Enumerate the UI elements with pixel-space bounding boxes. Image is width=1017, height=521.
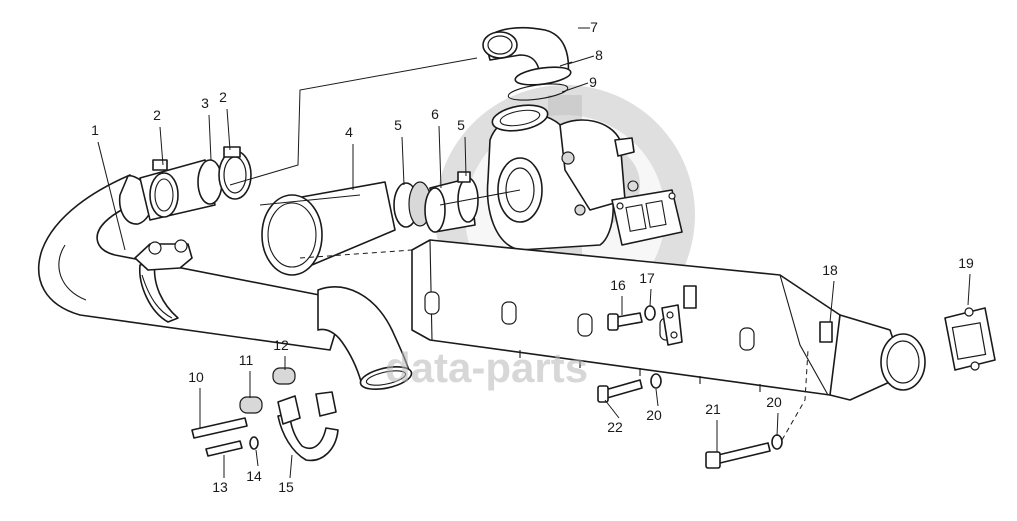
leader-lines (97, 27, 971, 479)
callout-c5a: 5 (394, 117, 402, 133)
elbow-pipe-part-1 (37, 174, 413, 390)
callout-c10: 10 (188, 369, 204, 385)
callout-c14: 14 (246, 468, 262, 484)
callout-c16: 16 (610, 277, 626, 293)
watermark-text: data-parts (385, 344, 588, 391)
callout-c21: 21 (705, 401, 721, 417)
callout-c4: 4 (345, 124, 353, 140)
assembly-lines (229, 57, 521, 259)
callout-c3: 3 (201, 95, 209, 111)
callout-c9: 9 (589, 74, 597, 90)
reducer-pipe-part-4 (261, 181, 432, 276)
callout-c7: 7 (590, 19, 598, 35)
callout-c13: 13 (212, 479, 228, 495)
callout-c6: 6 (431, 106, 439, 122)
callout-c15: 15 (278, 479, 294, 495)
callout-c5b: 5 (457, 117, 465, 133)
hose-and-clamps-parts-2-3 (139, 146, 252, 221)
callout-c20b: 20 (766, 394, 782, 410)
bolts-parts-20-21-22 (597, 349, 809, 469)
callout-c11: 11 (239, 352, 254, 368)
v-clamp-parts-10-15 (191, 367, 339, 462)
callout-c12: 12 (273, 337, 289, 353)
callout-c2b: 2 (219, 89, 227, 105)
turbocharger (486, 104, 683, 251)
callout-c19: 19 (958, 255, 974, 271)
gasket-part-19 (944, 307, 996, 371)
callout-c20a: 20 (646, 407, 662, 423)
outlet-elbow-parts-7-8-9 (482, 26, 573, 101)
callout-c18: 18 (822, 262, 838, 278)
short-hose-part-6 (424, 171, 479, 233)
callout-c2a: 2 (153, 107, 161, 123)
callout-c17: 17 (639, 270, 655, 286)
callout-c8: 8 (595, 47, 603, 63)
callout-c22: 22 (607, 419, 623, 435)
bolt-washer-parts-16-17 (607, 304, 683, 346)
callout-c1: 1 (91, 122, 99, 138)
